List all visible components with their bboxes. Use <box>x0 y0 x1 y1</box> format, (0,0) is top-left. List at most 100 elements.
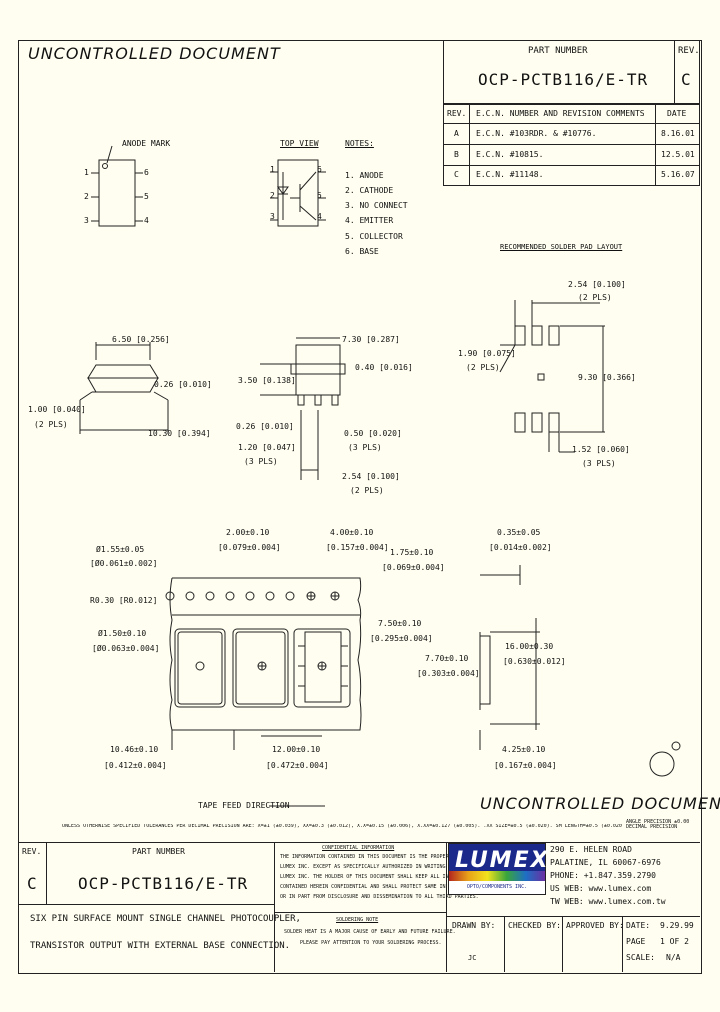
dimension-label: 10.46±0.10 <box>110 745 159 754</box>
website-link[interactable]: US WEB: www.lumex.com <box>550 884 652 893</box>
dimension-label: 7.70±0.10 <box>425 654 469 663</box>
rev-box <box>674 40 700 104</box>
dimension-label: [0.079±0.004] <box>218 543 281 552</box>
rev-value: C <box>681 70 691 89</box>
page-value: 1 OF 2 <box>660 937 689 946</box>
dimension-label: 7.30 [0.287] <box>342 335 400 344</box>
dimension-label: 4.00±0.10 <box>330 528 374 537</box>
pin-label: 3 <box>84 216 89 225</box>
part-number: OCP-PCTB116/E-TR <box>478 70 649 89</box>
pin-label: 5 <box>317 191 322 200</box>
dimension-label: [Ø0.063±0.004] <box>92 644 160 653</box>
revision-table <box>443 104 700 186</box>
pin-label: 6 <box>144 168 149 177</box>
pin-label: 3 <box>270 212 275 221</box>
dimension-label: 0.40 [0.016] <box>355 363 413 372</box>
note-item: 1. ANODE <box>345 171 384 180</box>
dimension-label: [0.167±0.004] <box>494 761 557 770</box>
logo-subtitle: OPTO/COMPONENTS INC. <box>466 884 528 890</box>
pin-label: 5 <box>144 192 149 201</box>
note-item: 6. BASE <box>345 247 379 256</box>
dimension-label: [0.472±0.004] <box>266 761 329 770</box>
dimension-label: Ø1.55±0.05 <box>96 545 145 554</box>
revision-rev: C <box>454 170 459 179</box>
revision-date: 8.16.01 <box>661 129 695 138</box>
comment-col-header: E.C.N. NUMBER AND REVISION COMMENTS <box>476 109 645 118</box>
title-rev-label: REV. <box>22 847 42 856</box>
confidential-text: THE INFORMATION CONTAINED IN THIS DOCUME… <box>280 854 464 860</box>
anode-mark-label: ANODE MARK <box>122 139 171 148</box>
title-rev-value: C <box>27 874 37 893</box>
confidential-text: OR IN PART FROM DISCLOSURE AND DISSEMINA… <box>280 894 479 900</box>
dimension-label: 3.50 [0.138] <box>238 376 296 385</box>
scale-label: SCALE: <box>626 953 655 962</box>
dimension-label: (2 PLS) <box>578 293 612 302</box>
revision-date: 12.5.01 <box>661 150 695 159</box>
dimension-label: 1.52 [0.060] <box>572 445 630 454</box>
dimension-label: [0.295±0.004] <box>370 634 433 643</box>
confidential-text: CONTAINED HEREIN CONFIDENTIAL AND SHALL … <box>280 884 464 890</box>
pin-label: 4 <box>144 216 149 225</box>
approved-by-label: APPROVED BY: <box>566 921 624 930</box>
dimension-label: (3 PLS) <box>582 459 616 468</box>
title-part-number: OCP-PCTB116/E-TR <box>78 874 249 893</box>
note-item: 2. CATHODE <box>345 186 394 195</box>
revision-date: 5.16.07 <box>661 170 695 179</box>
dimension-label: 1.75±0.10 <box>390 548 434 557</box>
scale-value: N/A <box>666 953 681 962</box>
dimension-label: (3 PLS) <box>348 443 382 452</box>
dimension-label: 2.54 [0.100] <box>342 472 400 481</box>
description-line: SIX PIN SURFACE MOUNT SINGLE CHANNEL PHO… <box>30 914 301 924</box>
dimension-label: 0.50 [0.020] <box>344 429 402 438</box>
note-item: 4. EMITTER <box>345 216 394 225</box>
logo-spectrum-bar <box>449 871 545 881</box>
pin-label: 1 <box>270 165 275 174</box>
part-number-label: PART NUMBER <box>528 46 588 56</box>
dimension-label: 0.26 [0.010] <box>236 422 294 431</box>
dimension-label: 0.35±0.05 <box>497 528 541 537</box>
date-value: 9.29.99 <box>660 921 694 930</box>
pin-label: 2 <box>270 191 275 200</box>
package-outline <box>98 159 136 227</box>
dimension-label: 1.20 [0.047] <box>238 443 296 452</box>
revision-comment: E.C.N. #11148. <box>476 170 544 179</box>
tolerance-note: UNLESS OTHERWISE SPECIFIED TOLERANCES PE… <box>62 824 622 829</box>
dimension-label: 2.00±0.10 <box>226 528 270 537</box>
note-item: 3. NO CONNECT <box>345 201 408 210</box>
revision-comment: E.C.N. #103RDR. & #10776. <box>476 129 597 138</box>
dimension-label: (2 PLS) <box>350 486 384 495</box>
uncontrolled-banner: UNCONTROLLED DOCUMENT <box>28 44 281 63</box>
tape-feed-direction: TAPE FEED DIRECTION <box>198 801 290 810</box>
dimension-label: 7.50±0.10 <box>378 619 422 628</box>
logo-wordmark: LUMEX <box>455 848 550 873</box>
revision-rev: A <box>454 129 459 138</box>
lumex-logo: LUMEX OPTO/COMPONENTS INC. <box>448 843 548 895</box>
pin-label: 1 <box>84 168 89 177</box>
website-link[interactable]: TW WEB: www.lumex.com.tw <box>550 897 666 906</box>
dimension-label: 12.00±0.10 <box>272 745 321 754</box>
dimension-label: [0.412±0.004] <box>104 761 167 770</box>
revision-comment: E.C.N. #10815. <box>476 150 544 159</box>
dimension-label: R0.30 [R0.012] <box>90 596 158 605</box>
drawing-frame <box>18 40 702 974</box>
dimension-label: [0.069±0.004] <box>382 563 445 572</box>
dimension-label: (2 PLS) <box>34 420 68 429</box>
date-col-header: DATE <box>667 109 687 118</box>
revision-rev: B <box>454 150 459 159</box>
dimension-label: 1.90 [0.075] <box>458 349 516 358</box>
checked-by-label: CHECKED BY: <box>508 921 561 930</box>
confidential-text: LUMEX INC. EXCEPT AS SPECIFICALLY AUTHOR… <box>280 864 455 870</box>
dimension-label: 4.25±0.10 <box>502 745 546 754</box>
soldering-note-text: PLEASE PAY ATTENTION TO YOUR SOLDERING P… <box>300 940 442 946</box>
tolerance-right: ANGLE PRECISION ±0.00 DECIMAL PRECISION <box>626 819 690 830</box>
dimension-label: (2 PLS) <box>466 363 500 372</box>
rev-col-header: REV. <box>447 109 467 118</box>
dimension-label: [0.303±0.004] <box>417 669 480 678</box>
dimension-label: 10.30 [0.394] <box>148 429 211 438</box>
dimension-label: 16.00±0.30 <box>505 642 554 651</box>
address-line: PHONE: +1.847.359.2790 <box>550 871 656 880</box>
dimension-label: 0.26 [0.010] <box>154 380 212 389</box>
pin-label: 2 <box>84 192 89 201</box>
description-line: TRANSISTOR OUTPUT WITH EXTERNAL BASE CON… <box>30 941 291 951</box>
address-line: PALATINE, IL 60067-6976 <box>550 858 661 867</box>
